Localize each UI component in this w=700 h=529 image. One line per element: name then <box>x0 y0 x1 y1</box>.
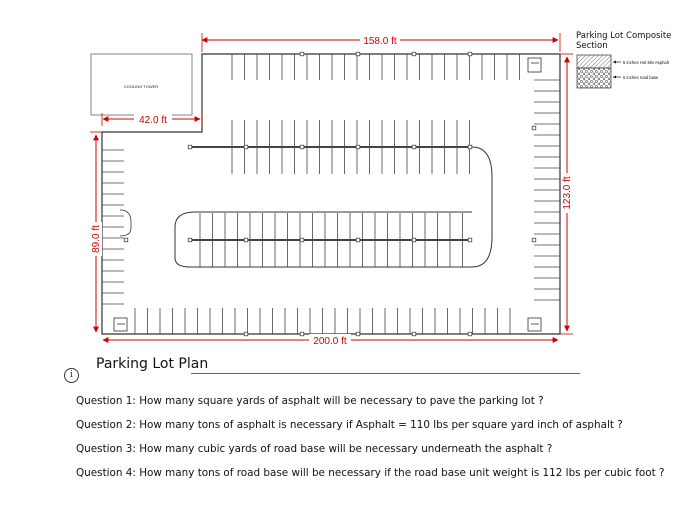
cooling-tower-label: COOLING TOWER <box>124 84 158 89</box>
light-pole <box>355 331 361 337</box>
dimension-top: 158.0 ft <box>201 33 561 52</box>
light-pole <box>299 51 305 57</box>
question-3: Question 3: How many cubic yards of road… <box>76 443 553 455</box>
composite-section-legend: Parking Lot Composite Section 5 inches H… <box>576 31 671 89</box>
dim-left-label: 89.0 ft <box>91 225 102 253</box>
dim-notch-label: 42.0 ft <box>139 115 167 126</box>
legend-layer2-label: 6 inches road base <box>623 75 659 80</box>
info-icon[interactable]: i <box>64 368 79 383</box>
question-4: Question 4: How many tons of road base w… <box>76 467 665 479</box>
light-pole <box>123 237 129 243</box>
dim-bottom-label: 200.0 ft <box>313 336 347 347</box>
light-pole <box>355 144 361 150</box>
light-pole <box>411 237 417 243</box>
light-pole <box>299 237 305 243</box>
dimension-bottom: 200.0 ft <box>102 334 559 347</box>
light-pole <box>243 144 249 150</box>
light-pole <box>299 331 305 337</box>
light-pole <box>243 331 249 337</box>
light-pole <box>355 51 361 57</box>
light-pole <box>467 144 473 150</box>
light-pole <box>187 144 193 150</box>
island-dots <box>123 51 537 337</box>
light-pole <box>467 237 473 243</box>
road-base-layer-swatch <box>576 67 612 89</box>
dimension-notch: 42.0 ft <box>101 113 203 126</box>
title-underline <box>191 373 580 374</box>
light-pole <box>531 125 537 131</box>
legend-layer1-label: 5 inches Hot Mix Asphalt <box>623 60 670 65</box>
light-pole <box>243 237 249 243</box>
dimension-left: 89.0 ft <box>90 131 102 333</box>
dim-right-label: 123.0 ft <box>562 176 573 210</box>
question-2: Question 2: How many tons of asphalt is … <box>76 419 623 431</box>
light-pole <box>411 331 417 337</box>
cooling-tower: COOLING TOWER <box>90 53 193 116</box>
light-pole <box>467 331 473 337</box>
light-pole <box>187 237 193 243</box>
dimension-right: 123.0 ft <box>560 53 573 335</box>
light-fixtures <box>113 57 542 332</box>
dim-top-label: 158.0 ft <box>363 36 397 47</box>
light-pole <box>411 51 417 57</box>
light-pole <box>531 237 537 243</box>
center-islands <box>174 146 493 268</box>
parking-stalls <box>102 54 560 334</box>
light-pole <box>411 144 417 150</box>
plan-title: Parking Lot Plan <box>96 356 209 372</box>
light-pole <box>299 144 305 150</box>
asphalt-layer-swatch <box>576 54 612 69</box>
legend-title-line1: Parking Lot Composite <box>576 31 671 41</box>
light-pole <box>355 237 361 243</box>
light-pole <box>467 51 473 57</box>
question-1: Question 1: How many square yards of asp… <box>76 395 544 407</box>
legend-title-line2: Section <box>576 41 608 51</box>
